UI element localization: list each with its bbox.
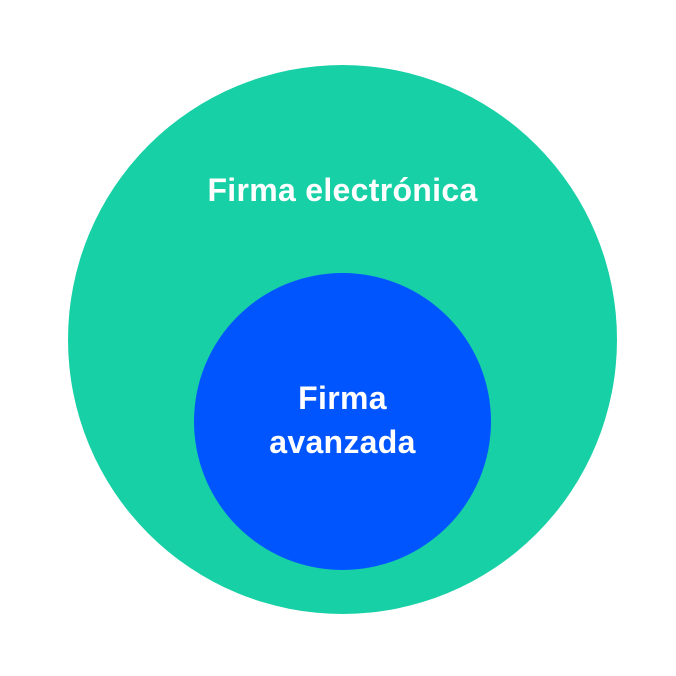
- outer-circle-label: Firma electrónica: [207, 172, 478, 208]
- inner-circle-label-line2: avanzada: [269, 424, 416, 460]
- inner-circle-label-line1: Firma: [298, 380, 387, 416]
- inner-circle-advanced-signature: [194, 273, 491, 570]
- inner-circle-label: Firma avanzada: [194, 376, 491, 464]
